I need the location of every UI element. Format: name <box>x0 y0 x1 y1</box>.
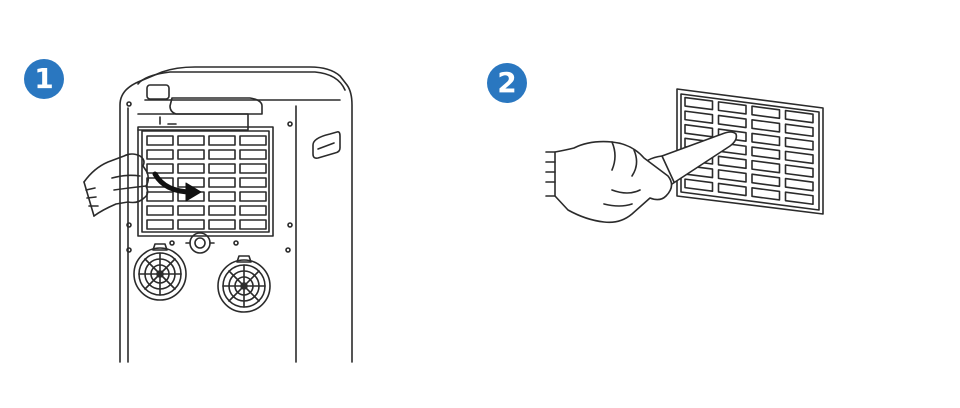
filter-slot <box>208 163 236 174</box>
filter-slot <box>239 177 267 188</box>
filter-slot <box>239 191 267 202</box>
filter-slot <box>751 173 781 188</box>
filter-slot <box>717 114 747 129</box>
filter-slot <box>177 205 205 216</box>
filter-slot <box>208 205 236 216</box>
filter-slot <box>684 96 714 111</box>
filter-slot <box>784 164 814 178</box>
filter-slot <box>751 146 781 160</box>
filter-slot <box>146 219 174 230</box>
filter-slot <box>751 132 781 147</box>
step-2-badge: 2 <box>487 63 527 103</box>
filter-slot <box>146 191 174 202</box>
filter-slot <box>784 109 814 124</box>
filter-slot <box>717 101 747 115</box>
filter-slot <box>146 163 174 174</box>
drain-cap <box>185 232 215 254</box>
filter-slot <box>684 123 714 138</box>
pull-arrow <box>152 171 202 202</box>
right-fan <box>217 255 271 313</box>
filter-slot <box>717 169 747 183</box>
filter-slot <box>208 149 236 160</box>
filter-slot <box>146 205 174 216</box>
filter-slot <box>239 219 267 230</box>
filter-grid <box>146 135 267 230</box>
filter-slot <box>784 136 814 151</box>
filter-slot <box>751 119 781 133</box>
filter-slot <box>208 191 236 202</box>
air-conditioner-unit <box>119 66 353 363</box>
filter-slot <box>177 163 205 174</box>
filter-slot <box>751 159 781 174</box>
filter-slot <box>146 135 174 146</box>
filter-slot <box>146 149 174 160</box>
filter-slot <box>784 123 814 138</box>
filter-slot <box>717 182 747 197</box>
filter-slot <box>784 177 814 192</box>
filter-slot <box>784 150 814 165</box>
filter-slot <box>239 135 267 146</box>
filter-slot <box>239 163 267 174</box>
filter-slot <box>177 135 205 146</box>
step-1-badge: 1 <box>24 59 64 99</box>
filter-slot <box>177 149 205 160</box>
filter-slot <box>208 135 236 146</box>
filter-slot <box>684 110 714 124</box>
filter-slot <box>208 219 236 230</box>
filter-slot <box>784 191 814 206</box>
filter-slot <box>177 219 205 230</box>
filter-slot <box>208 177 236 188</box>
unit-filter <box>137 126 274 237</box>
left-fan <box>133 243 187 301</box>
filter-slot <box>751 105 781 120</box>
filter-slot <box>684 178 714 192</box>
step-1-hand <box>83 153 150 217</box>
filter-slot <box>239 205 267 216</box>
filter-slot <box>239 149 267 160</box>
filter-slot <box>717 155 747 170</box>
filter-slot <box>751 187 781 201</box>
step-2-hand <box>545 140 673 224</box>
